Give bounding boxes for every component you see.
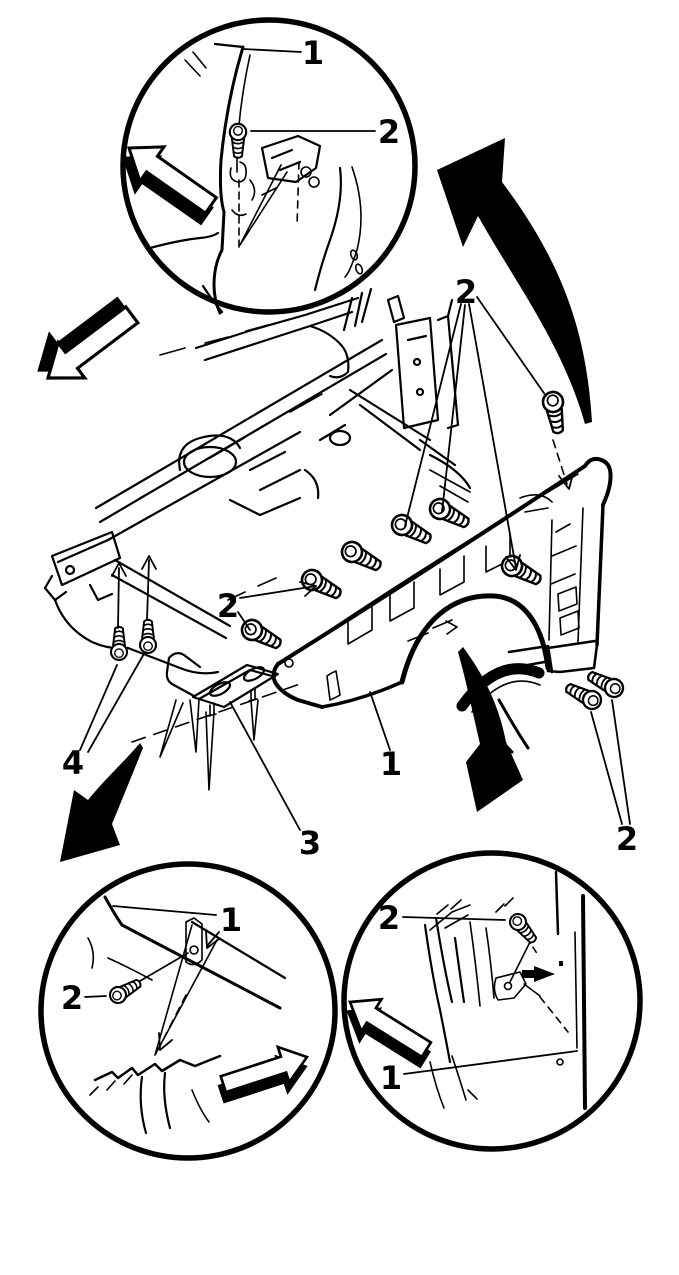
- leader-arrowheads: [111, 473, 574, 1051]
- detail-circle-bottom-left: [38, 861, 338, 1161]
- callout-label-fender-1: 1: [380, 745, 402, 783]
- up-left-3d-arrow-icon: [110, 129, 225, 235]
- fender-part: [271, 456, 613, 754]
- down-left-3d-arrow-icon: [24, 287, 147, 398]
- right-3d-arrow-icon: [214, 1038, 315, 1113]
- callout-label-bracket-3: 3: [299, 824, 321, 862]
- detail-circle-top-left: [110, 17, 418, 315]
- curved-arrow-down-left-icon: [60, 743, 143, 862]
- callout-label-front-bolts-2: 2: [217, 587, 239, 625]
- callout-label-detail-bottomright-1: 1: [380, 1059, 402, 1097]
- callout-label-lower-bolts-4: 4: [62, 744, 84, 782]
- bracket-part: [159, 651, 280, 791]
- callout-label-detail-topleft-1: 1: [302, 34, 324, 72]
- small-arrow-right-icon: [522, 966, 555, 982]
- callout-label-detail-bottomright-2: 2: [378, 899, 400, 937]
- curved-arrow-down-icon: [458, 647, 523, 812]
- callout-label-rear-bolts-2: 2: [616, 820, 638, 858]
- callout-label-detail-bottomleft-1: 1: [220, 901, 242, 939]
- detail-circle-bottom-right: [336, 850, 643, 1152]
- curved-arrow-up-left-icon: [437, 138, 592, 424]
- small-marker: [559, 961, 563, 966]
- fender-bolts: [237, 389, 628, 714]
- leader-lines: [79, 48, 631, 1075]
- callout-label-detail-bottomleft-2: 2: [61, 979, 83, 1017]
- callout-label-detail-topleft-2: 2: [378, 113, 400, 151]
- callout-label-upper-bolts-2: 2: [455, 273, 477, 311]
- body-structure-art: [43, 287, 568, 743]
